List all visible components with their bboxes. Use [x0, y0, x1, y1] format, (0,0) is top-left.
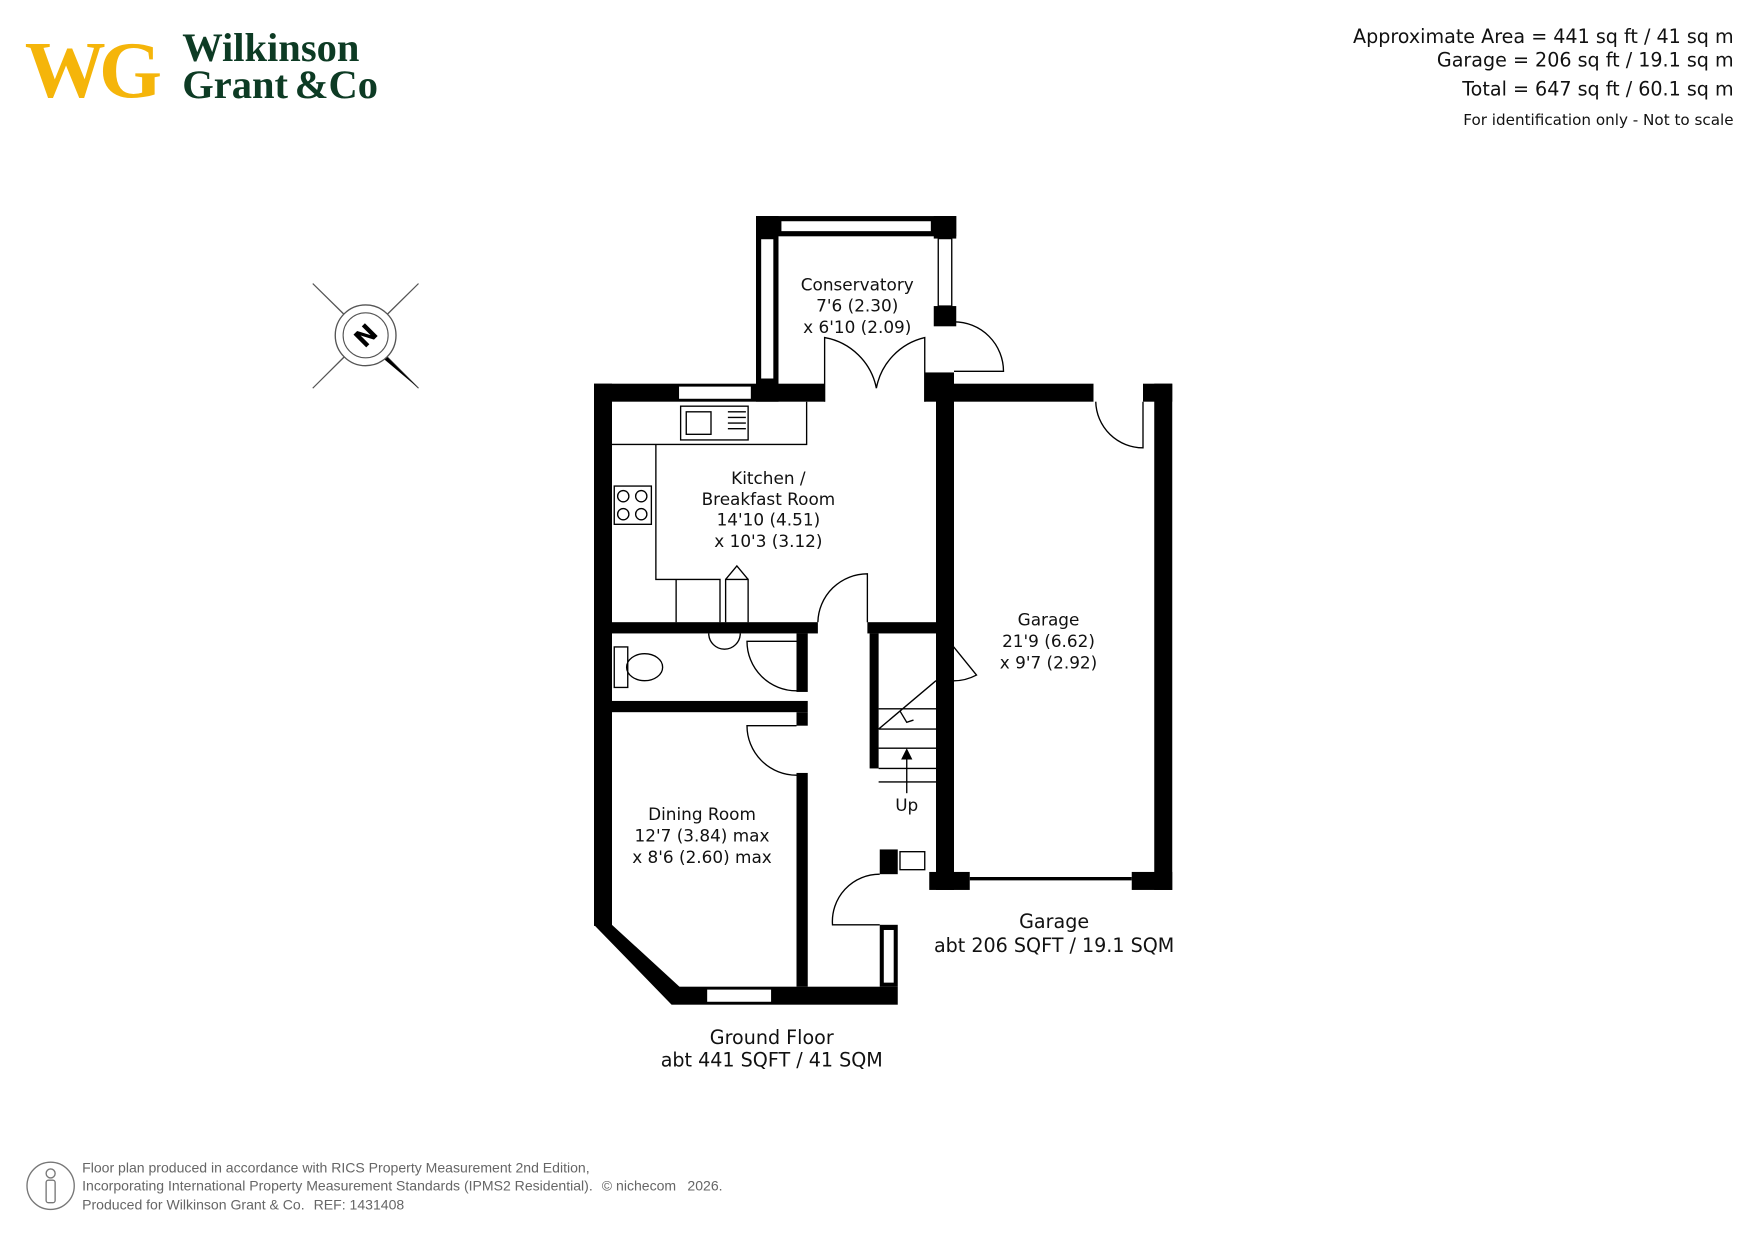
svg-text:12'7 (3.84) max: 12'7 (3.84) max: [635, 826, 770, 846]
svg-text:Ground Floor: Ground Floor: [710, 1026, 834, 1049]
room-dining: Dining Room 12'7 (3.84) max x 8'6 (2.60)…: [632, 804, 772, 867]
svg-text:Grant&Co: Grant&Co: [182, 62, 378, 107]
approximate-area: Approximate Area = 441 sq ft / 41 sq m: [1353, 25, 1734, 48]
svg-text:Garage: Garage: [1018, 610, 1080, 630]
person-icon: [26, 1161, 75, 1211]
stairs-up-label: Up: [895, 795, 918, 815]
room-kitchen: Kitchen / Breakfast Room 14'10 (4.51) x …: [702, 468, 836, 551]
svg-text:Conservatory: Conservatory: [801, 274, 914, 294]
fixtures: [612, 401, 937, 794]
company-logo: WG Wilkinson Grant&Co: [25, 25, 378, 115]
svg-text:WG: WG: [25, 25, 160, 115]
svg-text:Kitchen /: Kitchen /: [731, 468, 806, 488]
room-conservatory: Conservatory 7'6 (2.30) x 6'10 (2.09): [801, 274, 914, 337]
svg-text:Breakfast Room: Breakfast Room: [702, 489, 836, 509]
garage-area: Garage = 206 sq ft / 19.1 sq m: [1437, 48, 1734, 71]
svg-text:abt 441 SQFT / 41 SQM: abt 441 SQFT / 41 SQM: [661, 1049, 883, 1072]
svg-text:Dining Room: Dining Room: [648, 804, 756, 824]
svg-text:21'9 (6.62): 21'9 (6.62): [1002, 631, 1095, 651]
compass-icon: N: [312, 283, 419, 389]
scale-note: For identification only - Not to scale: [1463, 111, 1733, 129]
svg-text:x 9'7 (2.92): x 9'7 (2.92): [1000, 652, 1097, 672]
ground-floor-label: Ground Floor abt 441 SQFT / 41 SQM: [661, 1026, 883, 1072]
svg-text:Produced for Wilkinson Grant &: Produced for Wilkinson Grant & Co.REF: 1…: [82, 1196, 404, 1212]
footer: Floor plan produced in accordance with R…: [26, 1159, 723, 1212]
svg-text:14'10 (4.51): 14'10 (4.51): [717, 509, 821, 529]
svg-text:7'6 (2.30): 7'6 (2.30): [816, 296, 898, 316]
svg-text:Wilkinson: Wilkinson: [182, 25, 359, 70]
walls: [594, 216, 1173, 1005]
room-garage: Garage 21'9 (6.62) x 9'7 (2.92): [1000, 610, 1097, 673]
total-area: Total = 647 sq ft / 60.1 sq m: [1461, 78, 1733, 101]
svg-text:x 8'6 (2.60) max: x 8'6 (2.60) max: [632, 847, 772, 867]
svg-text:x 6'10 (2.09): x 6'10 (2.09): [803, 317, 911, 337]
svg-text:abt 206 SQFT / 19.1 SQM: abt 206 SQFT / 19.1 SQM: [934, 934, 1174, 957]
svg-text:Floor plan produced in accorda: Floor plan produced in accordance with R…: [82, 1159, 590, 1175]
svg-text:x 10'3 (3.12): x 10'3 (3.12): [714, 531, 822, 551]
svg-text:Garage: Garage: [1019, 910, 1089, 933]
svg-text:Incorporating International Pr: Incorporating International Property Mea…: [82, 1177, 722, 1193]
doors: [746, 321, 1144, 926]
garage-floor-label: Garage abt 206 SQFT / 19.1 SQM: [934, 910, 1174, 957]
